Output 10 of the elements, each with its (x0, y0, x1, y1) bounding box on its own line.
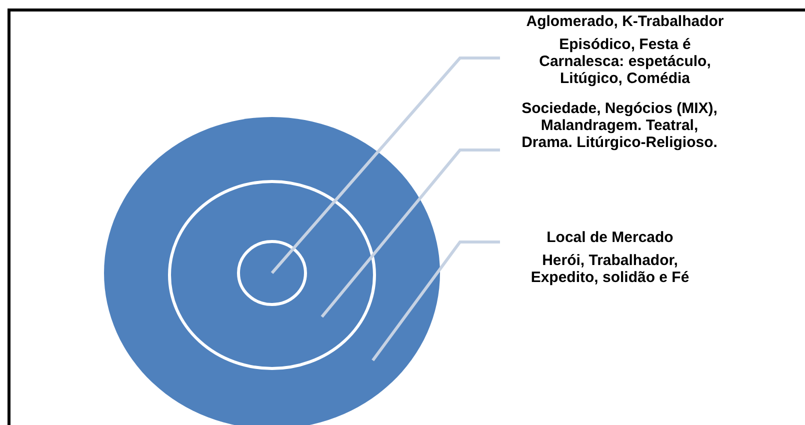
callout-text: Sociedade, Negócios (MIX), Malandragem. Teatral, Drama. Litúrgico-Religioso. (520, 100, 718, 151)
ring-circle (168, 180, 376, 370)
callout-text: Aglomerado, K-Trabalhador (525, 13, 725, 30)
leader-line (270, 56, 500, 274)
leader-line (320, 148, 500, 318)
ring-circle (237, 240, 307, 306)
callout-text: Local de Mercado (546, 229, 674, 246)
leader-line (372, 240, 500, 362)
callout-text: Episódico, Festa é Carnalesca: espetáculo, Litúgico, Comédia (538, 36, 712, 87)
callout-text: Herói, Trabalhador, Expedito, solidão e Fé (530, 252, 690, 286)
